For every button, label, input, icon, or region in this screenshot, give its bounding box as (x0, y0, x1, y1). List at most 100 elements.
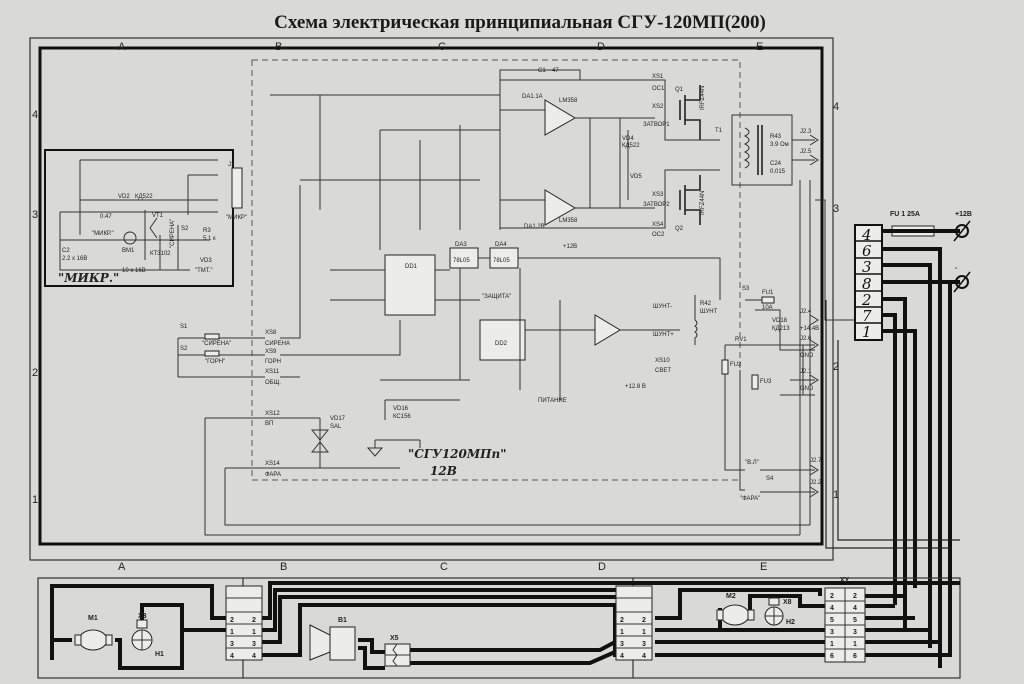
mic-c2: C2 (62, 248, 70, 254)
xu-label: XУ (840, 577, 850, 584)
conn-b-pin: 4 (252, 653, 256, 660)
j27-label: J2.7 (810, 458, 822, 464)
vd16-type: КС156 (393, 414, 411, 420)
da1b-type: LM358 (559, 218, 578, 224)
j24-label: J2.4 (800, 309, 812, 315)
mic-tmt: "ТМТ." (195, 268, 213, 274)
connector-xu: 2 2 4 4 5 5 3 3 1 1 6 6 XУ (824, 577, 866, 663)
grid-row-1: 1 (32, 494, 38, 506)
grid-row-3: 3 (32, 209, 38, 221)
vd18-label: VD18 (772, 318, 788, 324)
da1b-label: DA1.2B (524, 224, 545, 230)
conn-b-pin: 1 (252, 629, 256, 636)
control-inputs: S1 "СИРЕНА" S2 "ГОРН" XS8 СИРЕНА XS9 ГОР… (177, 300, 810, 536)
power-connector: 4 6 3 8 2 7 1 FU 1 25A +12В - (854, 211, 972, 668)
c24-value: 0.015 (770, 169, 786, 175)
grid-column-labels: A B C D E (118, 41, 763, 53)
schematic-title: Схема электрическая принципиальная СГУ-1… (274, 12, 766, 33)
conn-xu-pin: 3 (830, 629, 834, 636)
transformer-t1 (731, 114, 793, 186)
m1-label: M1 (88, 615, 98, 622)
s2-label: S2 (180, 346, 188, 352)
conn-xu-pin: 3 (853, 629, 857, 636)
shunt-plus-label: ШУНТ+ (653, 332, 674, 338)
connector-x5: X5 (384, 635, 411, 667)
xs4-label: XS4 (652, 222, 664, 228)
power-pin-6: 6 (862, 242, 872, 260)
xs8-label: XS8 (265, 330, 277, 336)
fuse-label: FU 1 25A (890, 211, 920, 218)
fara-switch-label: "ФАРА" (740, 496, 760, 502)
conn-xu-pin: 2 (830, 593, 834, 600)
conn-xu-pin: 6 (830, 653, 834, 660)
minus-terminal-label: - (955, 265, 958, 272)
motor-m2: M2 (716, 593, 755, 626)
mic-vt1: VT1 (152, 213, 164, 219)
grid-col-c: C (438, 41, 446, 53)
vd18-type: КД213 (772, 326, 790, 332)
mic-j1: J1 (228, 162, 235, 168)
x3-label: X3 (138, 613, 147, 620)
obsch-label: ОБЩ. (265, 380, 281, 386)
xs1-label: XS1 (652, 74, 664, 80)
conn-xu-pin: 1 (853, 641, 857, 648)
j21-label: J2.1 (800, 369, 812, 375)
dd1-label: DD1 (405, 264, 418, 270)
fu3-label: FU3 (760, 379, 772, 385)
xs3-label: XS3 (652, 192, 664, 198)
grid-row-1-right: 1 (833, 489, 839, 501)
conn-d-pin: 4 (642, 653, 646, 660)
j23-label: J2.3 (800, 129, 812, 135)
dd2-label: DD2 (495, 341, 508, 347)
mic-button-label: "МИКР." (92, 231, 114, 237)
board-voltage-label: 12В (430, 464, 457, 478)
grid-col-b: B (275, 41, 282, 53)
rv1-label: RV1 (735, 337, 747, 343)
chip-dd2 (479, 319, 526, 361)
vd17-label: VD17 (330, 416, 346, 422)
harness-col-a: A (118, 561, 126, 573)
xs10-label: XS10 (655, 358, 670, 364)
mic-c1-value: 0.47 (100, 214, 112, 220)
da1a-type: LM358 (559, 98, 578, 104)
conn-d-pin: 1 (642, 629, 646, 636)
power-pin-2: 2 (861, 291, 872, 309)
output-section: J2.4 +14.4В J2.6 GND J2.1 GND J2.7 J2.2 … (721, 286, 822, 502)
fu1-value: 10A (762, 305, 773, 311)
r42-label: R42 (700, 301, 712, 307)
da3-label: DA3 (455, 242, 467, 248)
conn-d-pin: 3 (642, 641, 646, 648)
da3-type: 78L05 (453, 258, 470, 264)
mic-module-label: "МИКР." (58, 271, 119, 285)
conn-xu-pin: 1 (830, 641, 834, 648)
opamp-protection (594, 314, 621, 346)
grid-row-4-right: 4 (833, 101, 839, 113)
conn-b-pin: 1 (230, 629, 234, 636)
fuse-fu1-board (761, 296, 775, 304)
connector-d: 2 2 1 1 3 3 4 4 (615, 585, 653, 661)
frame-bus-wires (825, 300, 960, 549)
gorn-label: ГОРН (265, 359, 281, 365)
lamp-h1: X3 H1 (131, 613, 164, 658)
power-pin-8: 8 (862, 275, 872, 293)
harness-col-c: C (440, 561, 448, 573)
gorn-button-label: "ГОРН" (205, 359, 225, 365)
conn-d-pin: 4 (620, 653, 624, 660)
grid-col-e: E (756, 41, 763, 53)
shunt-minus-label: ШУНТ- (653, 304, 672, 310)
grid-row-2-right: 2 (833, 361, 839, 373)
conn-b-pin: 2 (230, 617, 234, 624)
conn-b-pin: 4 (230, 653, 234, 660)
zatvor1-label: ЗАТВОР1 (643, 122, 670, 128)
j25-label: J2.5 (800, 149, 812, 155)
mic-vd2: VD2 (118, 194, 130, 200)
zatvor2-label: ЗАТВОР2 (643, 202, 670, 208)
opamp-da1a (544, 99, 576, 136)
gnd-label-1: GND (800, 353, 814, 359)
mic-sirena: "СИРЕНА" (170, 219, 176, 248)
power-pin-4: 4 (861, 226, 872, 244)
da4-label: DA4 (495, 242, 507, 248)
wiring-harness: A B C D E 2 2 1 1 3 3 4 4 2 2 1 1 (37, 282, 961, 679)
conn-xu-pin: 6 (853, 653, 857, 660)
vp-label: ВП (265, 421, 273, 427)
